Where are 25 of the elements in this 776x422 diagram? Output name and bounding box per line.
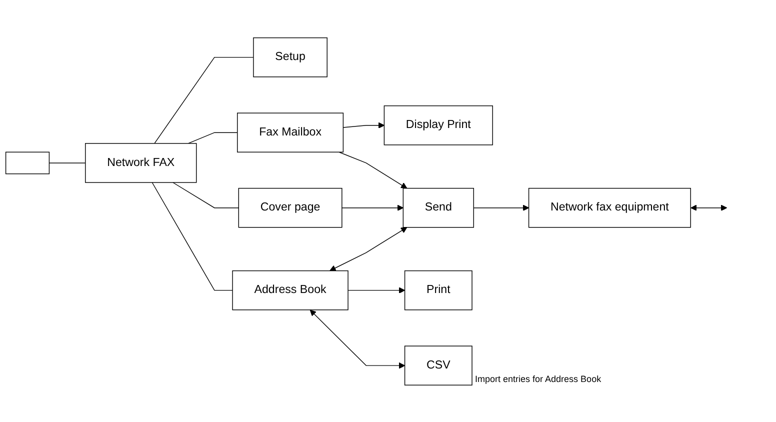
node-box: Address Book xyxy=(232,270,348,310)
node-box: Network FAX xyxy=(85,142,197,182)
arrow xyxy=(690,204,728,211)
connector xyxy=(172,182,240,208)
caption-text: Import entries for Address Book xyxy=(475,374,602,384)
connector xyxy=(48,162,86,163)
connector xyxy=(154,56,254,144)
connector xyxy=(188,132,238,144)
node-box: Cover page xyxy=(238,187,342,228)
connector xyxy=(152,182,233,290)
node-box: Print xyxy=(404,270,472,310)
arrow xyxy=(342,204,404,211)
node-box: Display Print xyxy=(384,104,493,145)
arrow xyxy=(330,226,408,270)
arrow xyxy=(338,151,408,188)
node-box: Fax Mailbox xyxy=(237,112,344,152)
arrow xyxy=(310,309,406,368)
arrow xyxy=(342,122,384,128)
node-box: CSV xyxy=(404,345,472,386)
node-box xyxy=(5,151,50,174)
node-box: Setup xyxy=(253,36,328,77)
node-box: Send xyxy=(402,187,474,228)
arrow xyxy=(348,286,406,294)
node-box: Network fax equipment xyxy=(528,187,691,228)
arrow xyxy=(473,204,530,211)
